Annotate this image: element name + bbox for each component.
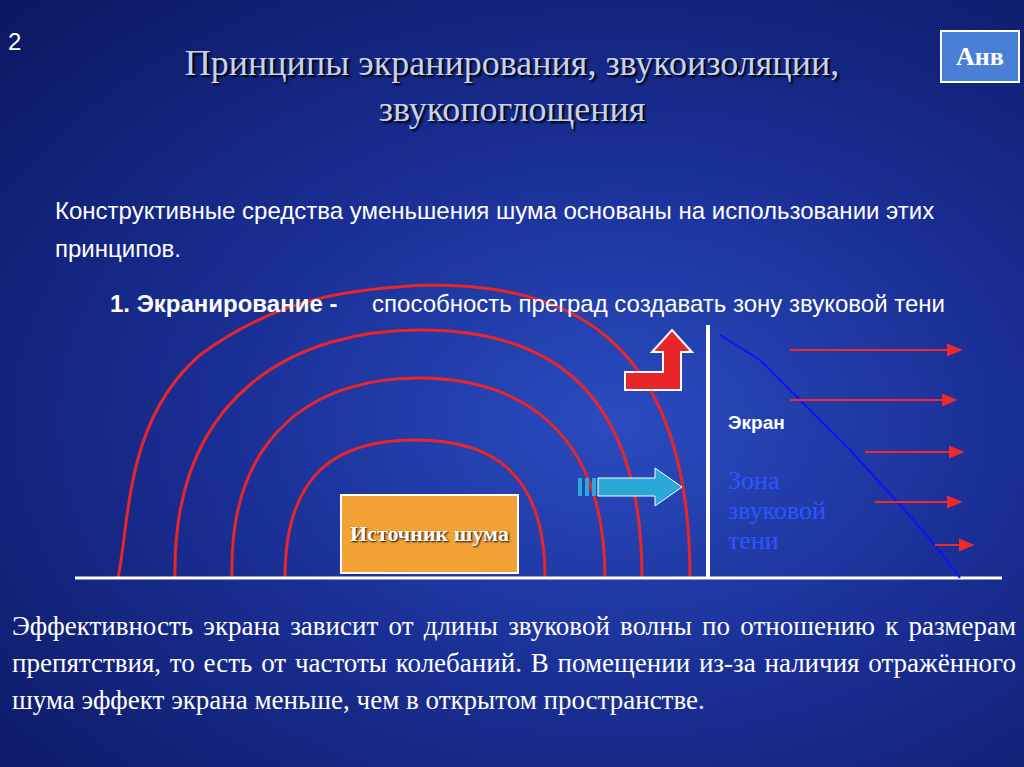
sound-waves bbox=[118, 285, 690, 578]
term-definition: способность преград создавать зону звуко… bbox=[372, 290, 945, 317]
noise-source-box: Источник шума bbox=[340, 494, 519, 574]
author-badge: Анв bbox=[940, 30, 1020, 83]
shadow-boundary bbox=[720, 335, 960, 578]
intro-text: Конструктивные средства уменьшения шума … bbox=[55, 192, 955, 268]
note-text: Эффективность экрана зависит от длины зв… bbox=[12, 608, 1016, 719]
definition: 1. Экранирование - способность преград с… bbox=[110, 285, 990, 323]
node-text: Анв bbox=[956, 42, 1004, 72]
node-text: Источник шума bbox=[350, 521, 509, 547]
slide-title: Принципы экранирования, звукоизоляции, з… bbox=[90, 40, 934, 132]
screen-label: Экран bbox=[728, 412, 785, 434]
term: 1. Экранирование - bbox=[110, 290, 337, 317]
shadow-zone-label: Зона звуковой тени bbox=[728, 466, 866, 556]
direction-arrow bbox=[578, 468, 682, 506]
screen bbox=[706, 325, 710, 578]
reflection-arrow bbox=[625, 330, 692, 390]
ground-line bbox=[75, 577, 1002, 580]
slide-number: 2 bbox=[8, 28, 21, 56]
